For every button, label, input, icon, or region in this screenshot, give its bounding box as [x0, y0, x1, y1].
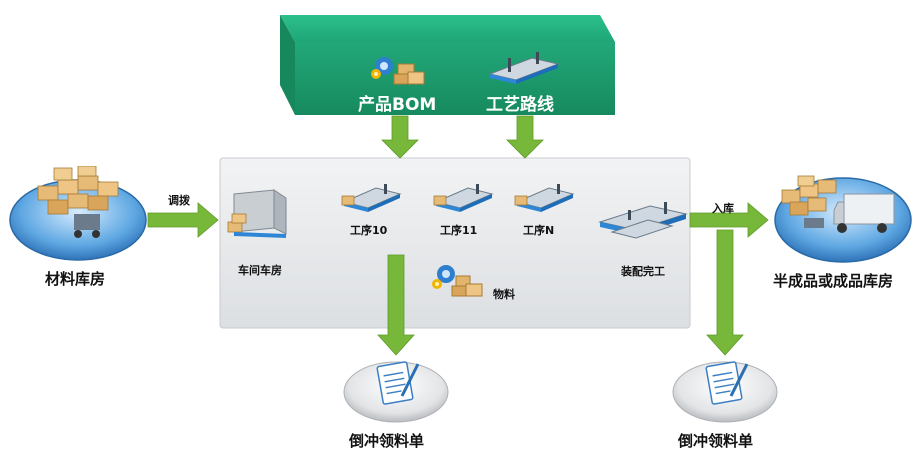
- bom-gear-boxes-icon: [371, 57, 425, 85]
- arrow-transfer-right: [147, 202, 219, 238]
- workshop-store-icon: [227, 189, 287, 238]
- opN-label: 工序N: [523, 224, 555, 237]
- assembly-line-icon: [598, 202, 688, 239]
- finished-warehouse-label: 半成品或成品库房: [773, 272, 894, 290]
- workshop-panel: [219, 157, 691, 329]
- arrow-doc-right-down: [706, 229, 744, 356]
- stock-in-label: 入库: [712, 202, 734, 215]
- backflush-doc-left-label: 倒冲领料单: [349, 432, 425, 450]
- arrow-doc-left-down: [377, 254, 415, 356]
- assembly-complete-label: 装配完工: [621, 265, 665, 278]
- workshop-store-label: 车间车房: [238, 264, 282, 277]
- materials-label: 物料: [493, 288, 515, 301]
- process-route-label: 工艺路线: [486, 95, 554, 115]
- opN-conveyor-icon: [514, 184, 575, 212]
- op11-label: 工序11: [440, 224, 478, 237]
- op11-conveyor-icon: [433, 184, 494, 212]
- product-bom-label: 产品BOM: [358, 95, 437, 115]
- backflush-doc-right-icon: [705, 361, 749, 405]
- arrow-bom-down: [381, 115, 419, 159]
- op10-conveyor-icon: [341, 184, 402, 212]
- arrow-stock-in-right: [689, 202, 769, 238]
- arrow-route-down: [506, 115, 544, 159]
- process-route-conveyor-icon: [488, 52, 560, 84]
- backflush-doc-right-label: 倒冲领料单: [678, 432, 754, 450]
- material-warehouse-label: 材料库房: [45, 270, 106, 288]
- op10-label: 工序10: [350, 224, 388, 237]
- finished-warehouse-truck-icon: [781, 175, 895, 233]
- transfer-label: 调拨: [168, 194, 190, 207]
- backflush-doc-left-icon: [376, 361, 420, 405]
- material-warehouse-boxes-icon: [37, 166, 119, 238]
- top-info-box: [280, 15, 615, 115]
- materials-gear-boxes-icon: [432, 265, 483, 297]
